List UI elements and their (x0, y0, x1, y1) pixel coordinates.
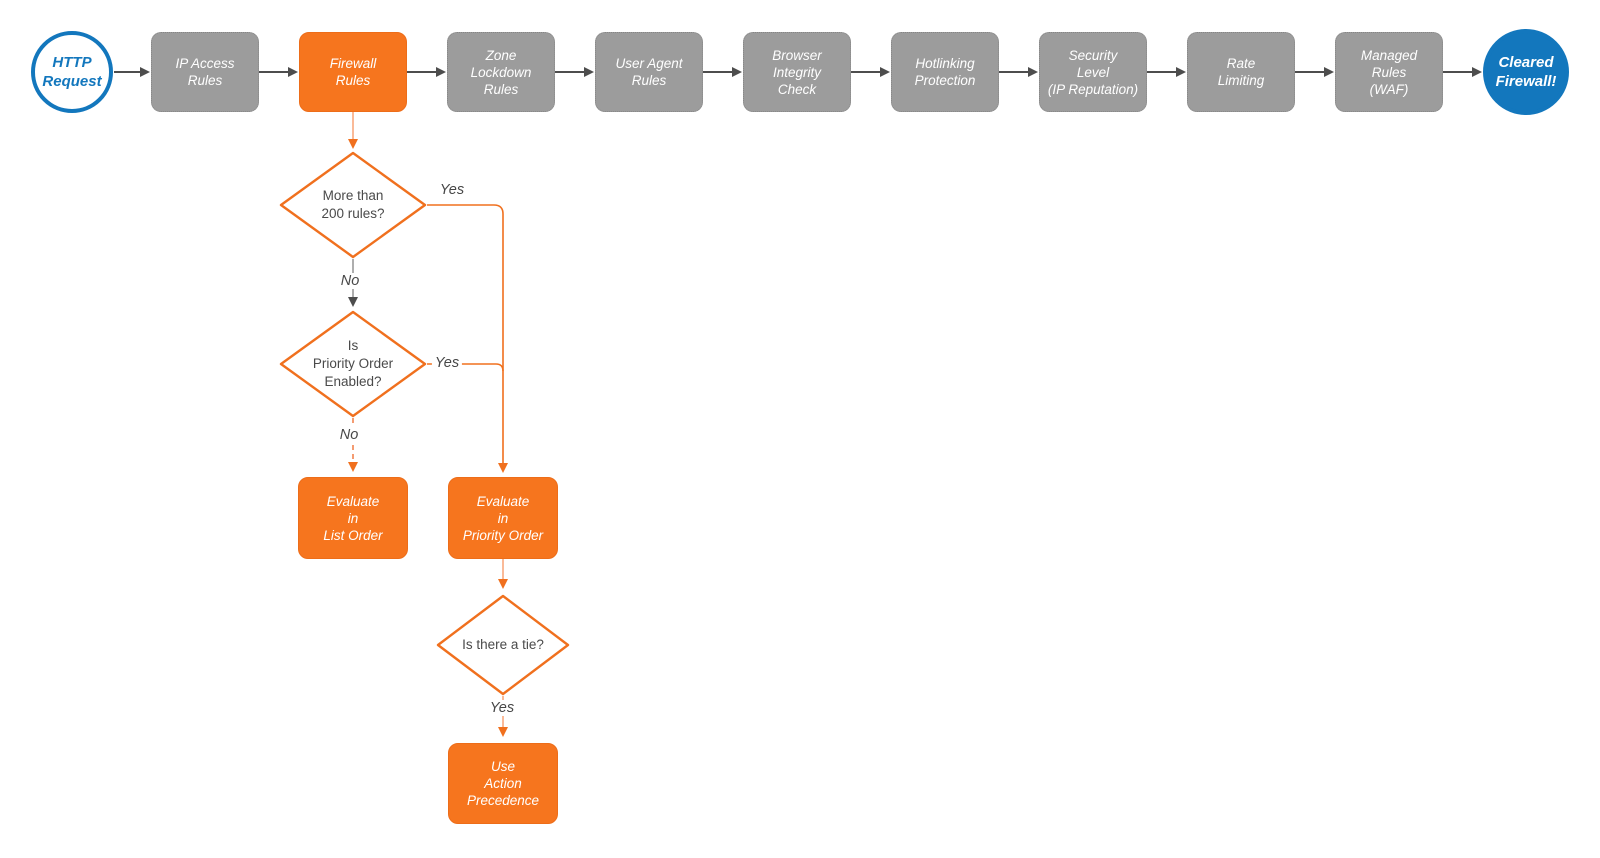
cleared-firewall-label-line: Firewall! (1495, 73, 1557, 90)
yes-label-is-there-a-tie: Yes (486, 700, 518, 716)
yes-label-more-than-200: Yes (436, 182, 468, 198)
user-agent-rules-label-line: Rules (631, 73, 667, 88)
no-label-priority-enabled: No (336, 427, 362, 443)
zone-lockdown-rules-label-line: Rules (483, 81, 519, 97)
use-action-precedence-label-line: Action (484, 776, 522, 791)
priority-order-enabled-label-line: Enabled? (324, 374, 382, 389)
is-there-a-tie-label: Is there a tie? (462, 636, 544, 654)
yes-label-priority-enabled: Yes (431, 355, 463, 371)
priority-order-enabled-label-line: Is (347, 338, 359, 353)
no-label-more-than-200: No (337, 273, 363, 289)
hotlinking-protection-label-line: Protection (914, 73, 976, 88)
zone-lockdown-rules-label-line: Zone (485, 47, 517, 63)
priority-order-enabled-label-line: Priority Order (312, 356, 394, 371)
rate-limiting-label-line: Rate (1226, 56, 1256, 71)
rate-limiting-label-line: Limiting (1217, 73, 1265, 88)
cleared-firewall-label-line: Cleared (1498, 54, 1554, 71)
ip-access-rules-label-line: Rules (187, 73, 223, 88)
security-level-ip-reputation-label-line: Level (1076, 64, 1110, 80)
evaluate-in-list-order-label-line: Evaluate (326, 493, 380, 509)
evaluate-in-list-order-label-line: in (347, 510, 359, 526)
browser-integrity-check-label-line: Browser (772, 47, 822, 63)
evaluate-in-list-order-label-line: List Order (323, 527, 383, 543)
more-than-200-rules-node: More than 200 rules? (279, 151, 427, 259)
more-than-200-rules-diamond-shape (279, 151, 427, 259)
security-level-ip-reputation-label-line: Security (1068, 47, 1118, 63)
hotlinking-protection-label-line: Hotlinking (915, 56, 975, 71)
use-action-precedence-label-line: Use (490, 759, 515, 774)
ip-access-rules-label-line: IP Access (175, 56, 235, 71)
firewall-rules-label-line: Rules (335, 73, 371, 88)
is-there-a-tie-node: Is there a tie? (436, 594, 570, 696)
http-request-label: HTTP Request (42, 53, 101, 91)
evaluate-in-priority-order-label-line: Priority Order (462, 527, 544, 543)
http-request-node: HTTP Request (31, 31, 113, 113)
edge-more-than-200-yes-to-priority-order-box (427, 204, 508, 473)
managed-rules-waf-label-line: Managed (1360, 47, 1418, 63)
browser-integrity-check-label-line: Integrity (772, 64, 821, 80)
http-request-label-line: HTTP (52, 54, 92, 71)
more-than-200-rules-label: More than 200 rules? (321, 187, 384, 223)
browser-integrity-check-label-line: Check (777, 81, 817, 97)
managed-rules-waf-label-line: Rules (1371, 64, 1407, 80)
is-there-a-tie-label-line: Is there a tie? (462, 637, 544, 652)
evaluate-in-priority-order-label-line: in (497, 510, 509, 526)
http-request-label-line: Request (42, 73, 102, 90)
zone-lockdown-rules-label-line: Lockdown (470, 64, 532, 80)
more-than-200-rules-label-line: 200 rules? (321, 206, 385, 221)
evaluate-in-priority-order-label-line: Evaluate (476, 493, 530, 509)
user-agent-rules-label-line: User Agent (615, 56, 683, 71)
firewall-rules-label-line: Firewall (329, 56, 377, 71)
security-level-ip-reputation-label-line: (IP Reputation) (1047, 81, 1139, 97)
priority-order-enabled-diamond-shape (279, 310, 427, 418)
more-than-200-rules-label-line: More than (322, 188, 384, 203)
edge-priority-enabled-yes-join (427, 363, 504, 372)
is-there-a-tie-diamond-shape (436, 594, 570, 696)
use-action-precedence-label-line: Precedence (466, 793, 540, 808)
managed-rules-waf-label-line: (WAF) (1369, 81, 1409, 97)
